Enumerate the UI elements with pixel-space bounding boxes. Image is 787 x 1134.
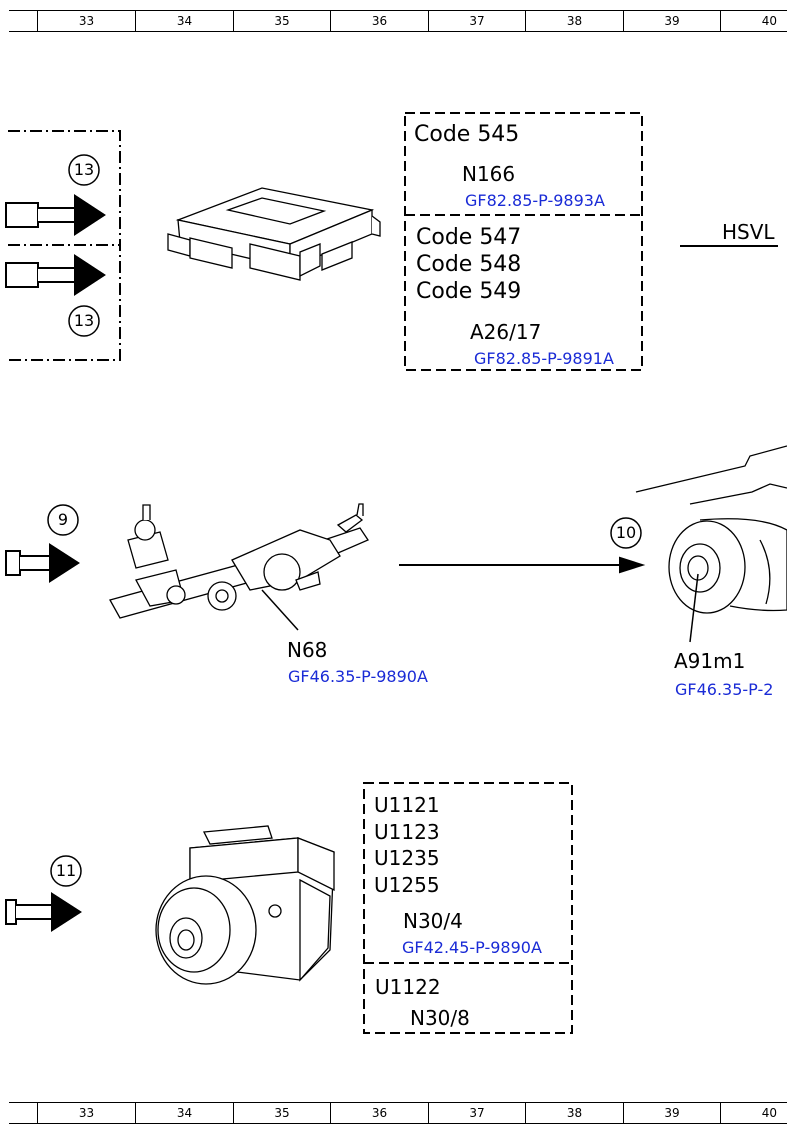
arrow-head [49,543,80,583]
callout-number: 13 [73,160,95,179]
ruler-col: 34 [135,11,233,31]
ruler-col: 34 [135,1103,233,1123]
ruler-col: 33 [37,11,135,31]
callout-circle [50,855,82,887]
plug-body [5,202,39,228]
arrow-head [74,254,106,296]
ruler-col: 38 [525,11,623,31]
code-label: U1122 [375,975,441,999]
column-ruler-bottom: 33 34 35 36 37 38 39 40 [9,1102,787,1124]
control-unit-illustration [167,187,381,281]
ruler-col: 35 [233,11,330,31]
code-block-1-frame [404,112,643,371]
ruler-col: 37 [428,11,525,31]
code-label: Code 545 [414,122,520,147]
callout-circle [68,305,100,337]
callout-number: 11 [55,861,77,880]
hsvl-label: HSVL [722,220,775,244]
component-label: A91m1 [674,649,746,673]
callout-number: 10 [615,523,637,542]
leader-line [261,589,299,631]
component-label: A26/17 [470,320,542,344]
document-ref-link[interactable]: GF82.85-P-9893A [465,191,605,210]
component-label: N30/8 [410,1006,470,1030]
code-block-2-frame [363,782,573,1034]
document-ref-link[interactable]: GF46.35-P-9890A [288,667,428,686]
ruler-col: 40 [720,11,787,31]
document-ref-link[interactable]: GF82.85-P-9891A [474,349,614,368]
ruler-col: 39 [623,1103,720,1123]
plug-body [5,550,21,576]
code-list: U1121 U1123 U1235 U1255 [374,792,440,898]
code-label: Code 547 [416,225,522,250]
ruler-col: 39 [623,11,720,31]
plug-body [5,899,17,925]
pump-motor-illustration [635,445,787,614]
column-ruler-top: 33 34 35 36 37 38 39 40 [9,10,787,32]
hydraulic-unit-illustration [155,825,335,985]
ruler-col: 36 [330,11,428,31]
ruler-col: 38 [525,1103,623,1123]
steering-gear-illustration [109,503,369,619]
ruler-col: 37 [428,1103,525,1123]
code-label: U1235 [374,846,440,870]
signal-arrow-head [619,556,646,574]
callout-circle [47,504,79,536]
callout-circle [610,517,642,549]
document-ref-link[interactable]: GF46.35-P-2 [675,680,774,699]
ruler-col: 35 [233,1103,330,1123]
plug-body [5,262,39,288]
document-ref-link[interactable]: GF42.45-P-9890A [402,938,542,957]
code-label: Code 548 [416,252,522,277]
code-label: U1123 [374,819,440,844]
callout-number: 13 [73,311,95,330]
ruler-col: 40 [720,1103,787,1123]
code-label: U1255 [374,872,440,897]
callout-circle [68,154,100,186]
ruler-col: 36 [330,1103,428,1123]
code-label: U1121 [374,793,440,817]
component-label: N166 [462,162,516,186]
component-label: N68 [287,638,328,662]
arrow-head [74,194,106,236]
arrow-head [51,892,82,932]
ruler-col: 33 [37,1103,135,1123]
component-label: N30/4 [403,909,463,933]
callout-number: 9 [57,510,69,529]
leader-line [689,573,699,643]
code-label: Code 549 [416,279,522,304]
